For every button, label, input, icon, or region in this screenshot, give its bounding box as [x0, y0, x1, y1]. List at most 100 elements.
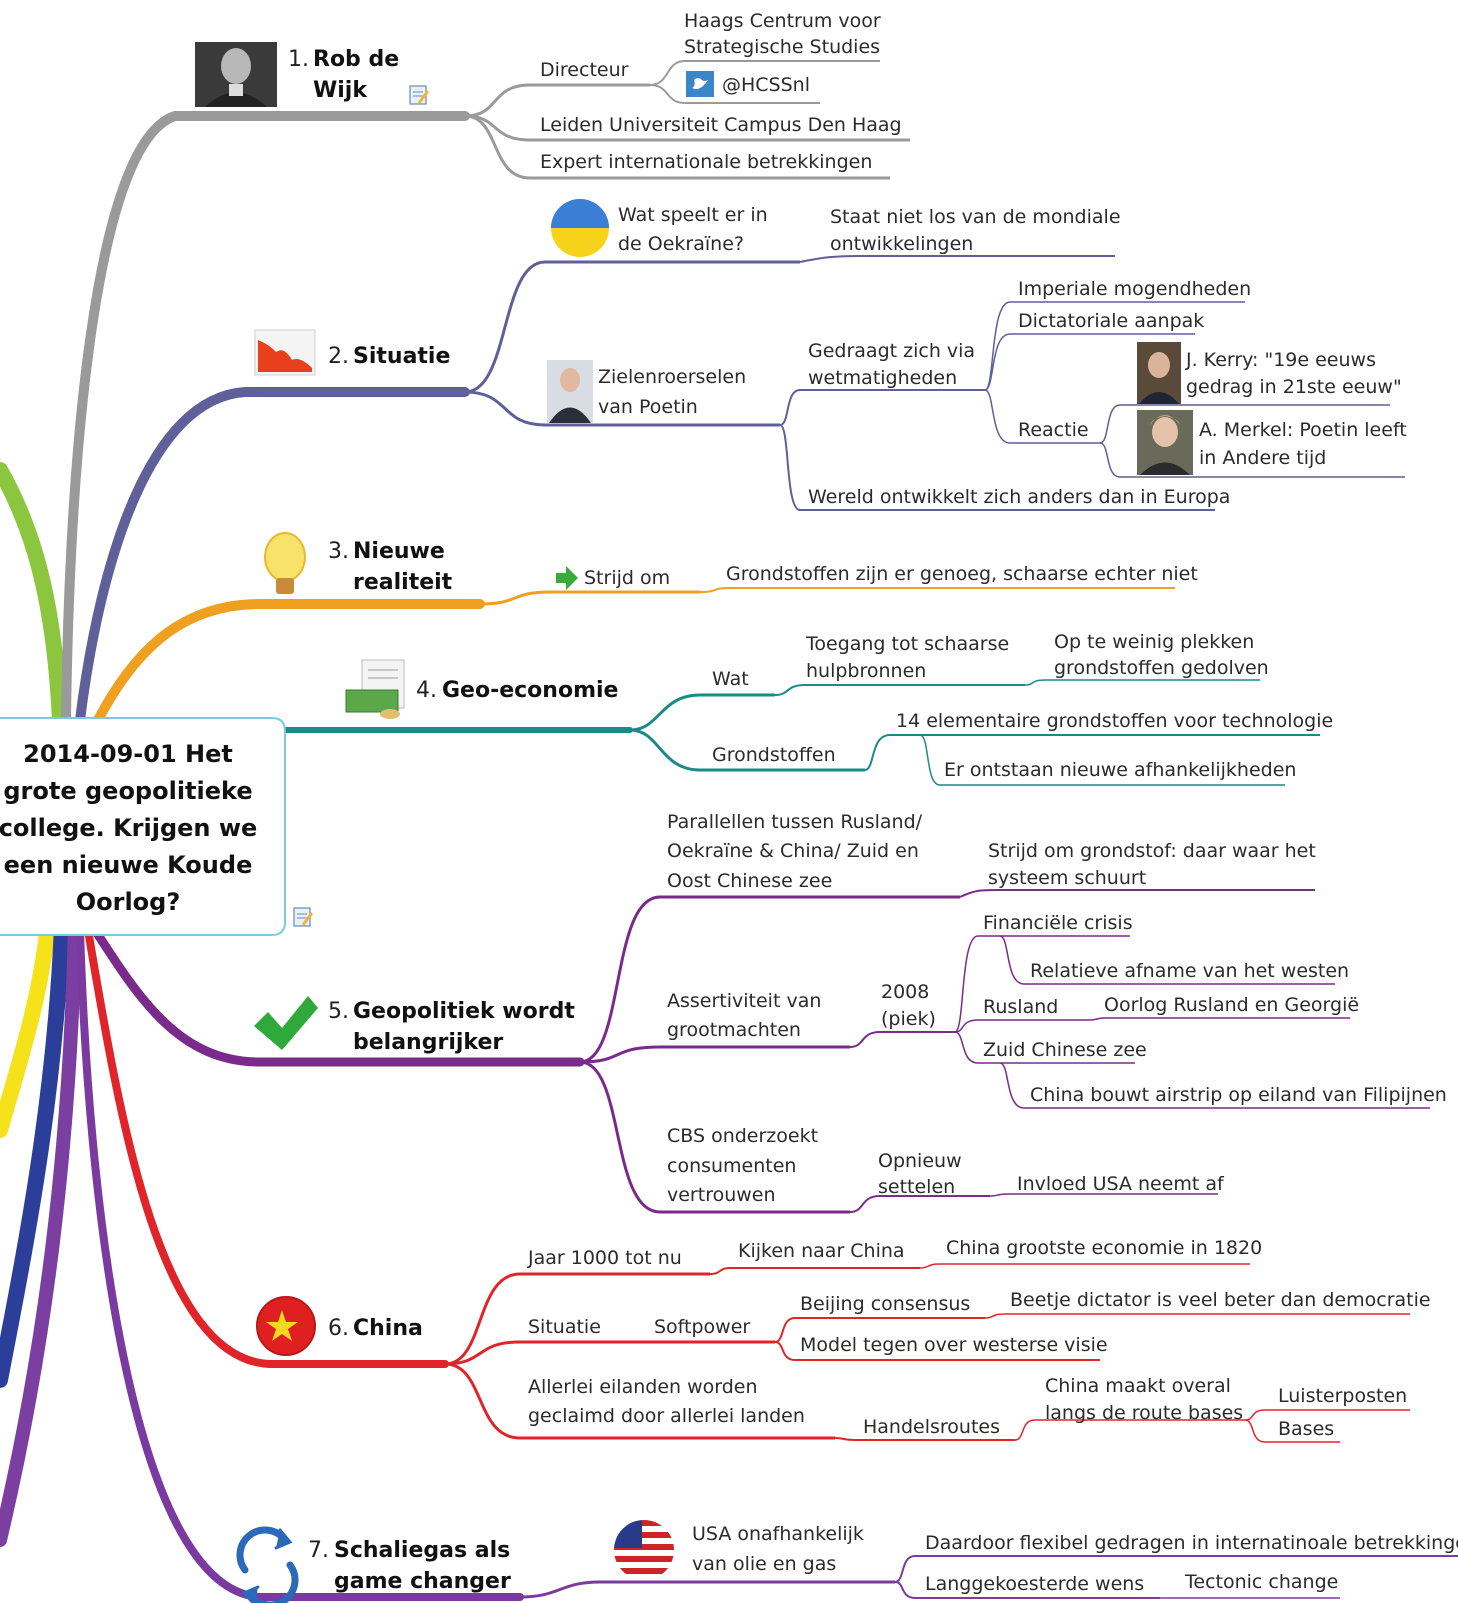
node-beijing-consensus[interactable]: Beijing consensus [800, 1293, 970, 1315]
topic4-number: 4. [416, 678, 437, 703]
node-tectonic-change[interactable]: Tectonic change [1184, 1571, 1338, 1593]
node-cbs-line2[interactable]: consumenten [667, 1155, 796, 1177]
node-strijd-grondstof-line2[interactable]: systeem schuurt [988, 867, 1146, 889]
topic1-title-line2: Wijk [313, 78, 368, 103]
node-afhankelijkheden[interactable]: Er ontstaan nieuwe afhankelijkheden [944, 759, 1296, 781]
poetin-photo-icon [547, 360, 593, 423]
node-softpower[interactable]: Softpower [654, 1316, 750, 1338]
declining-chart-icon [254, 329, 316, 376]
topic-geo-economie[interactable]: 4. Geo-economie [345, 659, 618, 719]
node-daardoor-flexibel[interactable]: Daardoor flexibel gedragen in internatin… [925, 1532, 1458, 1554]
node-wat[interactable]: Wat [712, 668, 749, 690]
node-relatieve-afname[interactable]: Relatieve afname van het westen [1030, 960, 1349, 982]
node-piek[interactable]: (piek) [881, 1008, 936, 1030]
node-grondstoffen-genoeg[interactable]: Grondstoffen zijn er genoeg, schaarse ec… [726, 563, 1198, 585]
arrow-right-icon [556, 566, 578, 590]
node-merkel-line2[interactable]: in Andere tijd [1199, 447, 1326, 469]
node-expert[interactable]: Expert internationale betrekkingen [540, 151, 872, 173]
node-opnieuw-line1[interactable]: Opnieuw [878, 1150, 962, 1172]
twitter-icon [686, 71, 714, 97]
node-parallellen-line2[interactable]: Oekraïne & China/ Zuid en [667, 840, 919, 862]
node-optw-line1[interactable]: Op te weinig plekken [1054, 631, 1254, 653]
node-merkel-line1[interactable]: A. Merkel: Poetin leeft [1199, 419, 1407, 441]
node-poetin-line1[interactable]: Zielenroerselen [598, 366, 746, 388]
node-parallellen-line1[interactable]: Parallellen tussen Rusland/ [667, 811, 923, 833]
topic-rob-de-wijk[interactable]: 1. Rob de Wijk [195, 42, 429, 107]
branch-t1 [61, 111, 470, 725]
node-invloed-usa[interactable]: Invloed USA neemt af [1017, 1173, 1225, 1195]
branch-green [0, 462, 68, 728]
node-staat-line1[interactable]: Staat niet los van de mondiale [830, 206, 1121, 228]
node-staat-line2[interactable]: ontwikkelingen [830, 233, 973, 255]
node-reactie[interactable]: Reactie [1018, 419, 1089, 441]
node-opnieuw-line2[interactable]: settelen [878, 1176, 955, 1198]
node-zuid-chinese-zee[interactable]: Zuid Chinese zee [983, 1039, 1147, 1061]
node-usa-line1[interactable]: USA onafhankelijk [692, 1523, 864, 1545]
node-wereld[interactable]: Wereld ontwikkelt zich anders dan in Eur… [808, 486, 1230, 508]
node-cbs-line1[interactable]: CBS onderzoekt [667, 1125, 818, 1147]
node-eilanden-line2[interactable]: geclaimd door allerlei landen [528, 1405, 805, 1427]
node-14-elementaire[interactable]: 14 elementaire grondstoffen voor technol… [896, 710, 1333, 732]
node-grondstoffen[interactable]: Grondstoffen [712, 744, 836, 766]
central-topic[interactable]: 2014-09-01 Het grote geopolitieke colleg… [0, 717, 313, 936]
topic-geopolitiek[interactable]: 5. Geopolitiek wordt belangrijker [254, 996, 575, 1055]
node-handelsroutes[interactable]: Handelsroutes [863, 1416, 1000, 1438]
node-kerry-line1[interactable]: J. Kerry: "19e eeuws [1185, 349, 1376, 371]
node-leiden[interactable]: Leiden Universiteit Campus Den Haag [540, 114, 902, 136]
node-imperiale[interactable]: Imperiale mogendheden [1018, 278, 1251, 300]
topic-schaliegas[interactable]: 7. Schaliegas als game changer [236, 1526, 511, 1603]
topic-situatie[interactable]: 2. Situatie [254, 329, 450, 376]
node-hcss-line2[interactable]: Strategische Studies [684, 36, 880, 58]
note-icon[interactable] [293, 907, 313, 927]
node-directeur[interactable]: Directeur [540, 59, 629, 81]
node-eilanden-line1[interactable]: Allerlei eilanden worden [528, 1376, 758, 1398]
branch-purple-left [0, 918, 82, 1547]
kerry-photo-icon [1137, 342, 1181, 404]
node-airstrip[interactable]: China bouwt airstrip op eiland van Filip… [1030, 1084, 1447, 1106]
node-luisterposten[interactable]: Luisterposten [1278, 1385, 1407, 1407]
node-assertiviteit-line2[interactable]: grootmachten [667, 1019, 801, 1041]
node-dictatoriale[interactable]: Dictatoriale aanpak [1018, 310, 1204, 332]
node-oekraine-line1[interactable]: Wat speelt er in [618, 204, 768, 226]
node-usa-line2[interactable]: van olie en gas [692, 1553, 836, 1575]
node-optw-line2[interactable]: grondstoffen gedolven [1054, 657, 1269, 679]
note-icon[interactable] [409, 85, 429, 105]
node-situatie[interactable]: Situatie [528, 1316, 601, 1338]
ukraine-flag-icon [551, 199, 609, 257]
topic-china[interactable]: 6. China [256, 1296, 423, 1356]
node-gedraagt-line1[interactable]: Gedraagt zich via [808, 340, 975, 362]
branch-t3 [93, 599, 485, 725]
node-model-westerse-visie[interactable]: Model tegen over westerse visie [800, 1334, 1108, 1356]
node-assertiviteit-line1[interactable]: Assertiviteit van [667, 990, 821, 1012]
node-twitter[interactable]: @HCSSnl [722, 74, 810, 96]
node-grootste-economie[interactable]: China grootste economie in 1820 [946, 1237, 1262, 1259]
topic7-number: 7. [308, 1538, 329, 1563]
node-rusland[interactable]: Rusland [983, 996, 1058, 1018]
money-icon [345, 659, 405, 719]
node-gedraagt-line2[interactable]: wetmatigheden [808, 367, 957, 389]
topic-nieuwe-realiteit[interactable]: 3. Nieuwe realiteit [264, 532, 453, 595]
node-jaar-1000[interactable]: Jaar 1000 tot nu [527, 1247, 682, 1269]
node-kerry-line2[interactable]: gedrag in 21ste eeuw" [1186, 376, 1402, 398]
node-toegang-line2[interactable]: hulpbronnen [806, 660, 926, 682]
node-oekraine-line2[interactable]: de Oekraïne? [618, 233, 744, 255]
node-strijd-om[interactable]: Strijd om [584, 567, 670, 589]
topic7-title-line1: Schaliegas als [334, 1538, 510, 1563]
topic3-number: 3. [328, 539, 349, 564]
node-parallellen-line3[interactable]: Oost Chinese zee [667, 870, 832, 892]
node-bases[interactable]: Bases [1278, 1418, 1334, 1440]
node-hcss-line1[interactable]: Haags Centrum voor [684, 10, 881, 32]
node-oorlog-georgie[interactable]: Oorlog Rusland en Georgië [1104, 994, 1359, 1016]
node-china-maakt-line1[interactable]: China maakt overal [1045, 1375, 1231, 1397]
node-china-maakt-line2[interactable]: langs de route bases [1045, 1402, 1243, 1424]
node-cbs-line3[interactable]: vertrouwen [667, 1184, 776, 1206]
node-poetin-line2[interactable]: van Poetin [598, 396, 698, 418]
node-kijken-naar-china[interactable]: Kijken naar China [738, 1240, 905, 1262]
node-beetje-dictator[interactable]: Beetje dictator is veel beter dan democr… [1010, 1289, 1431, 1311]
node-toegang-line1[interactable]: Toegang tot schaarse [805, 633, 1009, 655]
node-2008[interactable]: 2008 [881, 981, 929, 1003]
topic5-title-line2: belangrijker [353, 1030, 503, 1055]
node-financiele-crisis[interactable]: Financiële crisis [983, 912, 1133, 934]
node-langgekoesterde-wens[interactable]: Langgekoesterde wens [925, 1573, 1144, 1595]
node-strijd-grondstof-line1[interactable]: Strijd om grondstof: daar waar het [988, 840, 1316, 862]
